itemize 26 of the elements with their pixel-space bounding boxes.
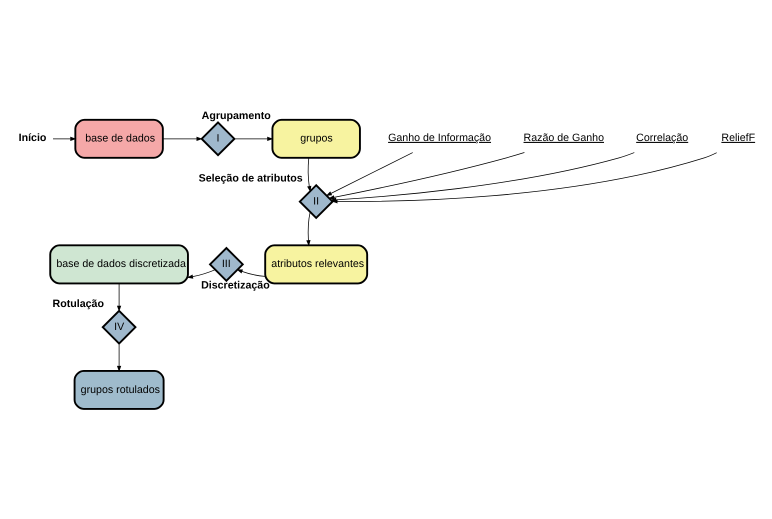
node-box: base de dados bbox=[74, 118, 164, 158]
node-text: Correlação bbox=[636, 131, 688, 144]
node-box: grupos bbox=[271, 118, 361, 158]
node-text: Ganho de Informação bbox=[388, 131, 492, 144]
node-label: Seleção de atributos bbox=[198, 172, 303, 184]
arrow bbox=[326, 152, 414, 196]
arrow bbox=[307, 157, 312, 192]
arrow bbox=[116, 282, 122, 312]
node-box: base de dados discretizada bbox=[49, 244, 189, 284]
node-label: Rotulação bbox=[52, 298, 104, 310]
arrow bbox=[162, 136, 203, 140]
arrow bbox=[236, 268, 266, 276]
node-box: grupos rotulados bbox=[74, 369, 165, 410]
arrow bbox=[116, 342, 122, 372]
node-text: Razão de Ganho bbox=[524, 131, 604, 144]
arrow bbox=[52, 136, 76, 140]
node-box: atributos relevantes bbox=[264, 244, 368, 284]
arrow bbox=[186, 268, 216, 278]
node-label: Agrupamento bbox=[202, 109, 271, 122]
node-text: Início bbox=[18, 131, 46, 144]
arrow bbox=[234, 136, 274, 140]
node-diamond: I bbox=[200, 120, 236, 156]
node-text: ReliefF bbox=[721, 131, 756, 144]
arrow bbox=[306, 211, 311, 246]
arrow bbox=[328, 152, 525, 199]
node-diamond: IV bbox=[101, 308, 137, 344]
